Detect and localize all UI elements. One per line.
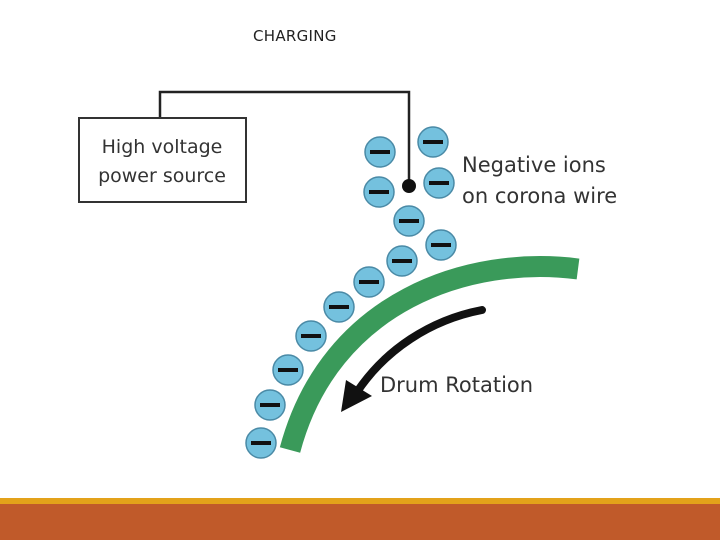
ion	[323, 291, 355, 323]
power-source-box	[78, 117, 247, 203]
ion	[393, 205, 425, 237]
drum-surface	[279, 256, 580, 453]
minus-icon	[301, 334, 321, 338]
slide-title: CHARGING	[253, 27, 337, 45]
power-source-label-line2: power source	[98, 165, 226, 187]
footer-bar	[0, 504, 720, 540]
ion	[423, 167, 455, 199]
minus-icon	[423, 140, 443, 144]
ion	[364, 136, 396, 168]
ion	[245, 427, 277, 459]
minus-icon	[359, 280, 379, 284]
ion	[417, 126, 449, 158]
ion	[386, 245, 418, 277]
power-source-label-line1: High voltage	[102, 136, 223, 158]
charging-diagram: High voltage power source Negative ions …	[78, 90, 617, 459]
ion	[425, 229, 457, 261]
minus-icon	[329, 305, 349, 309]
connection-wire	[158, 90, 411, 186]
corona-label-line2: on corona wire	[462, 184, 617, 208]
minus-icon	[251, 441, 271, 445]
footer-accent-stripe	[0, 498, 720, 504]
ion	[363, 176, 395, 208]
minus-icon	[399, 219, 419, 223]
minus-icon	[431, 243, 451, 247]
corona-wire-point	[402, 179, 416, 193]
ion	[254, 389, 286, 421]
ion	[353, 266, 385, 298]
ion	[295, 320, 327, 352]
drum-rotation-label: Drum Rotation	[380, 373, 533, 397]
rotation-arrow-shaft	[353, 306, 486, 396]
minus-icon	[429, 181, 449, 185]
minus-icon	[369, 190, 389, 194]
rotation-arrow-head	[341, 380, 372, 412]
negative-ions	[245, 126, 457, 459]
corona-label-line1: Negative ions	[462, 153, 606, 177]
minus-icon	[278, 368, 298, 372]
minus-icon	[260, 403, 280, 407]
minus-icon	[392, 259, 412, 263]
ion	[272, 354, 304, 386]
minus-icon	[370, 150, 390, 154]
